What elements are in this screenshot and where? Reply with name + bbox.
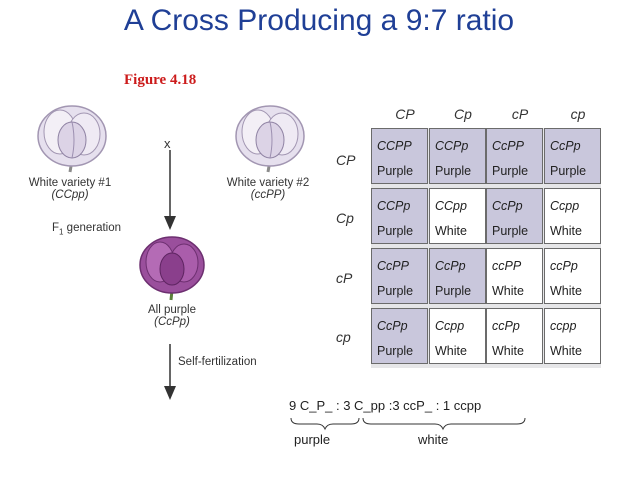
cell-phenotype: Purple: [550, 164, 587, 178]
cell-phenotype: Purple: [492, 224, 529, 238]
parent1-name: White variety #1: [28, 177, 112, 189]
cross-symbol: x: [164, 136, 171, 151]
col-header: CP: [395, 106, 415, 122]
cell-phenotype: White: [550, 224, 582, 238]
figure-label: Figure 4.18: [124, 72, 197, 88]
cell-phenotype: White: [550, 284, 582, 298]
cell-genotype: ccPp: [492, 319, 520, 333]
cell-genotype: CcPP: [377, 259, 409, 273]
down-arrow-2-icon: [164, 344, 176, 400]
cell-phenotype: Purple: [435, 164, 472, 178]
ratio-text: 9 C_P_ : 3 C_pp :3 ccP_ : 1 ccpp: [289, 398, 482, 413]
cell-phenotype: Purple: [492, 164, 529, 178]
col-header: cP: [511, 106, 529, 122]
cell-phenotype: White: [492, 344, 524, 358]
parent1-genotype: (CCpp): [51, 189, 89, 201]
cell-phenotype: Purple: [377, 164, 414, 178]
self-fertilization-label: Self-fertilization: [178, 356, 257, 368]
row-header: Cp: [336, 210, 354, 226]
cell-genotype: CCpp: [435, 199, 467, 213]
cell-genotype: CcPP: [492, 139, 524, 153]
cell-phenotype: Purple: [377, 284, 414, 298]
parent1-label: White variety #1 (CCpp): [10, 177, 130, 201]
f1-letter: F: [52, 222, 60, 234]
white-flower-1-icon: [37, 105, 107, 173]
punnett-cell: CcPP Purple: [371, 248, 428, 304]
cell-genotype: CCPP: [377, 139, 412, 153]
f1-suffix: generation: [63, 222, 122, 234]
purple-flower-icon: [139, 236, 205, 301]
punnett-cell: CcPP Purple: [486, 128, 543, 184]
col-header: cp: [570, 106, 586, 122]
grouping-brace-icon: [290, 417, 526, 431]
down-arrow-icon: [164, 150, 176, 230]
cell-phenotype: Purple: [377, 344, 414, 358]
cell-phenotype: White: [492, 284, 524, 298]
cell-genotype: CcPp: [492, 199, 523, 213]
row-header: cp: [336, 329, 351, 345]
cell-genotype: CCPp: [377, 199, 411, 213]
purple-group-label: purple: [294, 432, 331, 447]
cell-phenotype: Purple: [377, 224, 414, 238]
row-header: CP: [336, 152, 356, 168]
white-group-label: white: [418, 432, 449, 447]
cell-genotype: CcPp: [550, 139, 581, 153]
offspring-name: All purple: [148, 304, 196, 316]
slide-title: A Cross Producing a 9:7 ratio: [123, 4, 515, 37]
cell-phenotype: White: [435, 224, 467, 238]
white-flower-2-icon: [235, 105, 305, 173]
f1-generation-label: F1 generation: [52, 222, 121, 236]
cell-genotype: Ccpp: [550, 199, 580, 213]
cell-genotype: ccPp: [550, 259, 578, 273]
cell-phenotype: White: [550, 344, 582, 358]
col-header: Cp: [454, 106, 472, 122]
cell-phenotype: Purple: [435, 284, 472, 298]
row-header: cP: [336, 270, 353, 286]
cell-genotype: ccPP: [492, 259, 522, 273]
cell-genotype: CCPp: [435, 139, 469, 153]
punnett-cell: ccPP White: [486, 248, 543, 304]
cell-genotype: CcPp: [377, 319, 408, 333]
parent2-name: White variety #2: [226, 177, 310, 189]
f1-subscript: 1: [59, 227, 64, 237]
cell-genotype: ccpp: [550, 319, 577, 333]
cell-phenotype: White: [435, 344, 467, 358]
offspring-genotype: (CcPp): [154, 316, 190, 328]
parent2-genotype: (ccPP): [250, 189, 286, 201]
cell-genotype: Ccpp: [435, 319, 465, 333]
offspring-label: All purple (CcPp): [112, 304, 232, 328]
cell-genotype: CcPp: [435, 259, 466, 273]
punnett-cell: CCPP Purple: [371, 128, 428, 184]
parent2-label: White variety #2 (ccPP): [208, 177, 328, 201]
